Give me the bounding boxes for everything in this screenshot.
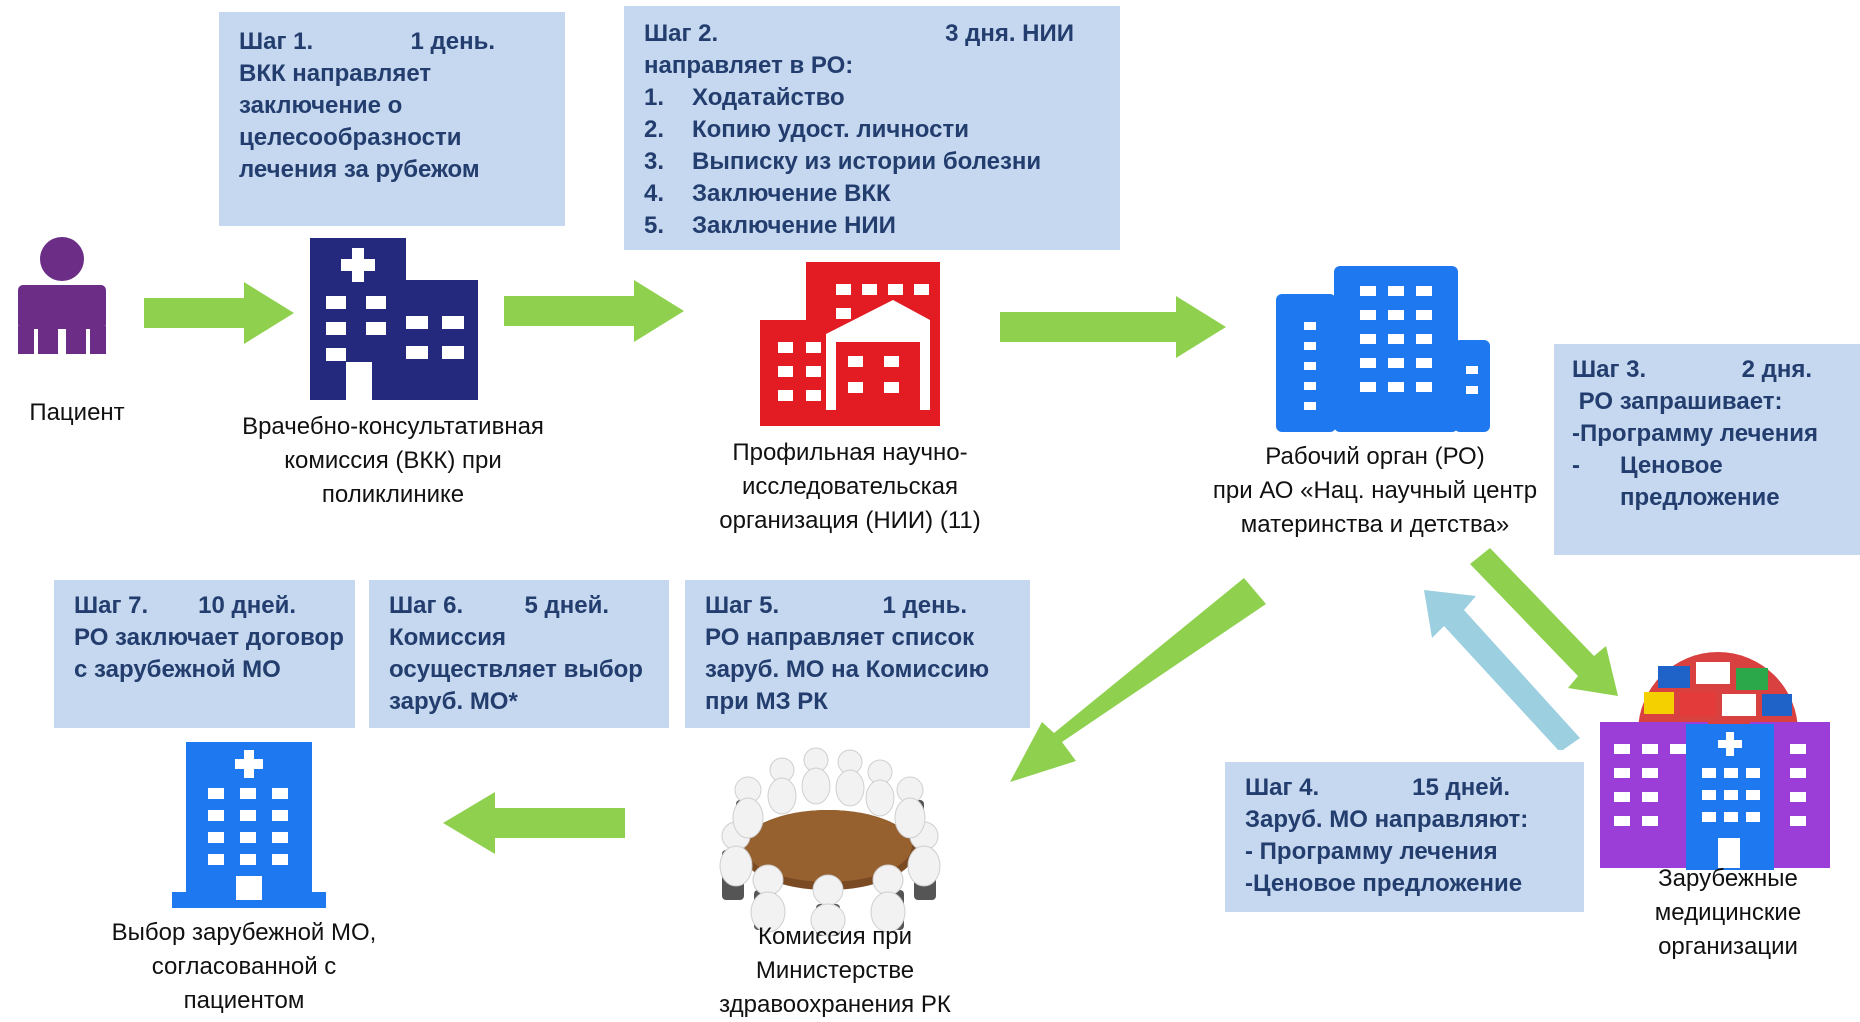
step5-line: РО направляет список: [705, 624, 975, 651]
step3-title: Шаг 3.: [1572, 356, 1647, 383]
foreign-medical-organizations-icon: [1600, 652, 1830, 870]
ro-label: Рабочий орган (РО)при АО «Нац. научный ц…: [1212, 443, 1538, 538]
step4-line: Заруб. МО направляют:: [1245, 806, 1529, 833]
hospital-vkk-icon: [310, 238, 478, 400]
arrow-patient-to-vkk: [144, 282, 294, 344]
commission-meeting-icon: [719, 747, 941, 937]
step1-time: 1 день.: [410, 28, 495, 55]
step3-box: Шаг 3. 2 дня. РО запрашивает: -Программу …: [1554, 344, 1860, 555]
step2-list-item: 4.Заключение ВКК: [644, 180, 891, 207]
step7-line: с зарубежной МО: [74, 656, 281, 683]
step5-line: при МЗ РК: [705, 688, 828, 715]
research-institute-icon: [760, 262, 940, 426]
step6-box: Шаг 6. 5 дней. Комиссия осуществляет выбо…: [369, 580, 669, 728]
step2-box: Шаг 2. 3 дня. НИИ направляет в РО: 1.Хода…: [624, 6, 1120, 250]
step3-line: РО запрашивает:: [1572, 388, 1783, 415]
step3-item-line: Ценовое: [1620, 452, 1723, 479]
working-body-building-icon: [1276, 266, 1490, 432]
step6-title: Шаг 6.: [389, 592, 464, 619]
arrow-vkk-to-nii: [504, 280, 684, 342]
step3-line: -Программу лечения: [1572, 420, 1818, 447]
step7-time: 10 дней.: [198, 592, 296, 619]
step4-time: 15 дней.: [1412, 774, 1510, 801]
step2-list-item: 5.Заключение НИИ: [644, 212, 896, 239]
step2-time: 3 дня. НИИ: [945, 20, 1074, 47]
step6-time: 5 дней.: [524, 592, 609, 619]
step2-list-item: 1.Ходатайство: [644, 84, 845, 111]
step4-title: Шаг 4.: [1245, 774, 1320, 801]
step3-item-line: предложение: [1620, 484, 1780, 511]
step1-line: лечения за рубежом: [239, 156, 480, 183]
step5-line: заруб. МО на Комиссию: [705, 656, 990, 683]
step5-title: Шаг 5.: [705, 592, 780, 619]
step1-title: Шаг 1.: [239, 28, 314, 55]
step1-line: ВКК направляет: [239, 60, 432, 87]
arrow-nii-to-ro: [1000, 296, 1226, 358]
step3-item-dash: -: [1572, 452, 1580, 479]
step6-line: заруб. МО*: [389, 688, 518, 715]
arrow-foreign-to-ro: [1424, 590, 1580, 750]
step2-list-item: 3.Выписку из истории болезни: [644, 148, 1042, 175]
step6-line: Комиссия: [389, 624, 506, 651]
step7-line: РО заключает договор: [74, 624, 344, 651]
step1-line: заключение о: [239, 92, 403, 119]
patient-icon: [18, 237, 106, 354]
step4-line: - Программу лечения: [1245, 838, 1498, 865]
step2-title: Шаг 2.: [644, 20, 719, 47]
step1-line: целесообразности: [239, 124, 462, 151]
arrow-ro-to-foreign: [1470, 548, 1618, 696]
arrow-ro-to-commission: [1010, 578, 1266, 782]
step3-time: 2 дня.: [1741, 356, 1812, 383]
patient-label: Пациент: [29, 399, 125, 426]
arrow-mz-to-chosen-mo: [443, 792, 625, 854]
step4-line: -Ценовое предложение: [1245, 870, 1523, 897]
step6-line: осуществляет выбор: [389, 656, 643, 683]
step2-intro: направляет в РО:: [644, 52, 854, 79]
step1-box: Шаг 1. 1 день. ВКК направляет заключение …: [219, 12, 565, 226]
chosen-hospital-icon: [172, 742, 326, 908]
step5-time: 1 день.: [882, 592, 967, 619]
step4-box: Шаг 4. 15 дней. Заруб. МО направляют: - П…: [1225, 762, 1584, 912]
step2-list-item: 2.Копию удост. личности: [644, 116, 970, 143]
step7-title: Шаг 7.: [74, 592, 149, 619]
step7-box: Шаг 7. 10 дней. РО заключает договор с за…: [54, 580, 355, 728]
step5-box: Шаг 5. 1 день. РО направляет список заруб…: [685, 580, 1030, 728]
